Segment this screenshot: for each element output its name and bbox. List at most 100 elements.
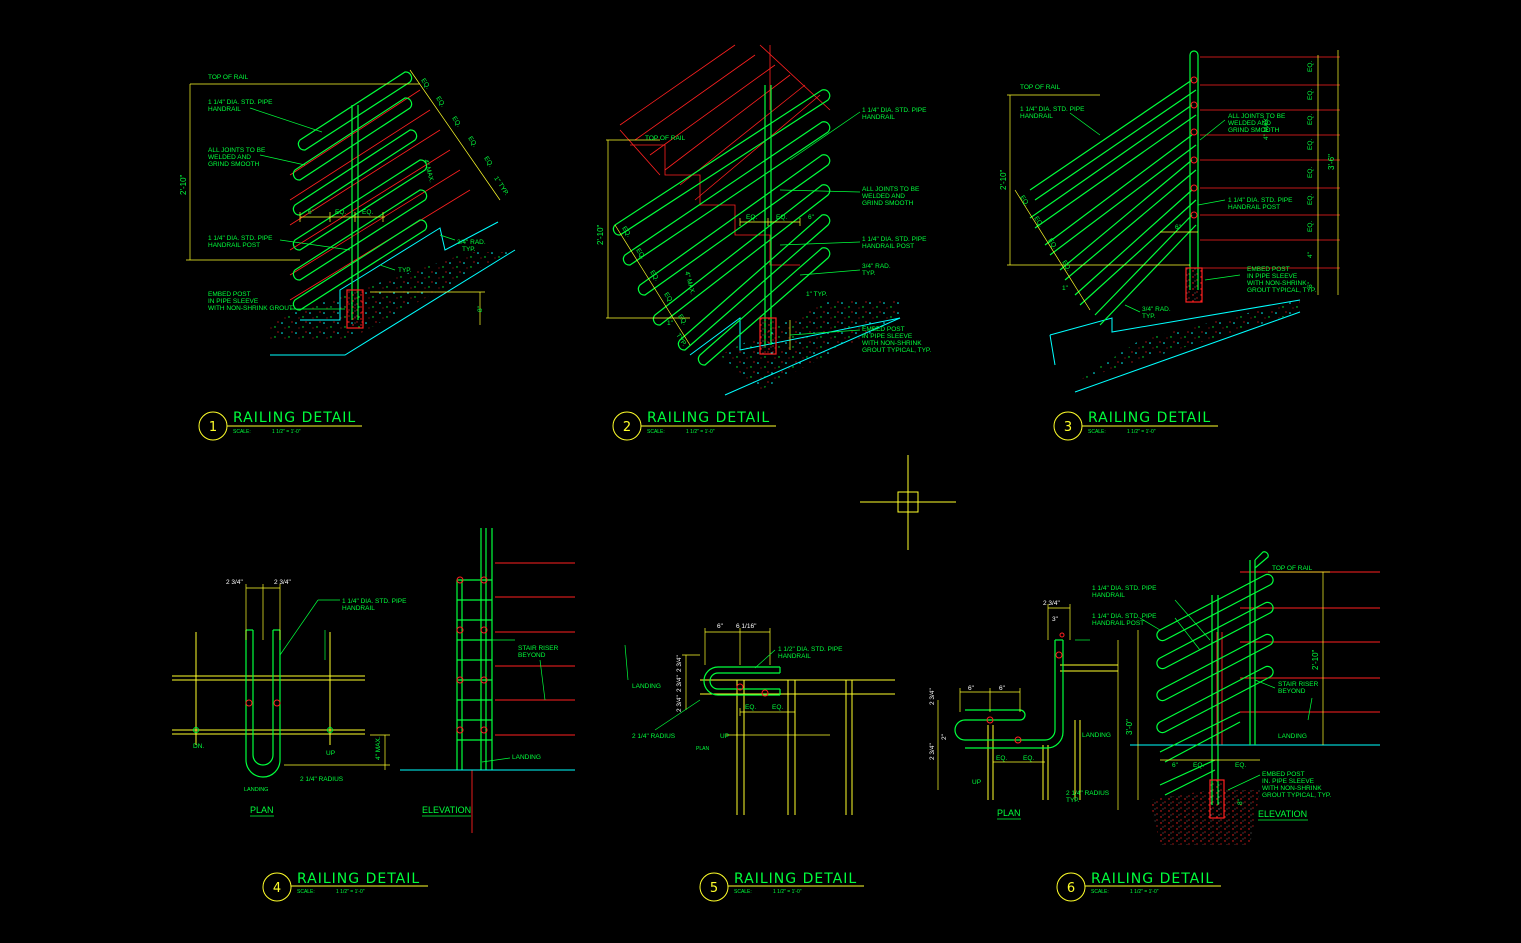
plan-label: PLAN (696, 746, 709, 752)
note-handrail-post: HANDRAIL POST (208, 242, 260, 249)
note-embed-2: IN. PIPE SLEEVE (1262, 778, 1315, 785)
dim-eq: EQ. (1307, 194, 1314, 205)
detail-1-title-block: 1 RAILING DETAIL SCALE: 1 1/2" = 1'-0" (198, 410, 362, 441)
dim-4in: 4" (1307, 251, 1314, 258)
note-radius: 2 1/4" RADIUS (632, 733, 676, 740)
note-handrail-post: HANDRAIL POST (1092, 620, 1144, 627)
scale-value: 1 1/2" = 1'-0" (1130, 889, 1159, 895)
note-pipe-size: 1 1/4" DIA. STD. PIPE (208, 99, 273, 106)
note-embed-1: EMBED POST (862, 326, 905, 333)
note-embed-1: EMBED POST (1247, 266, 1290, 273)
dim-3in: 3" (1052, 616, 1059, 623)
elevation-label: ELEVATION (1258, 809, 1307, 819)
note-radius-typ: TYP. (862, 270, 876, 277)
dim-eq: EQ. (419, 77, 431, 90)
leader-lines (279, 599, 546, 763)
scale-label: SCALE: (297, 889, 315, 895)
detail-title: RAILING DETAIL (233, 410, 356, 426)
dim-6-1-16in: 6 1/16" (736, 623, 757, 630)
stair-riser-lines (619, 44, 831, 266)
dimension-lines (186, 69, 501, 325)
note-embed-3: WITH NON-SHRINK (1262, 785, 1322, 792)
dim-eq: EQ. (434, 95, 446, 108)
scale-value: 1 1/2" = 1'-0" (336, 889, 365, 895)
railing-detail-5: 6" 6 1/16" 1 1/2" DIA. STD. PIPE HANDRAI… (624, 623, 895, 902)
note-joints-2: WELDED AND (208, 154, 251, 161)
stair-edges (987, 664, 1118, 800)
dim-8in: 8" (1237, 798, 1244, 805)
plan-label: PLAN (997, 808, 1021, 818)
note-pipe-size: 1 1/4" DIA. STD. PIPE (1020, 106, 1085, 113)
dim-eq: EQ. (1307, 61, 1314, 72)
dim-eq: EQ. (335, 209, 346, 216)
stair-slab-outline (270, 249, 516, 356)
weld-points (245, 699, 281, 707)
scale-label: SCALE: (1088, 429, 1106, 435)
note-joints-3: GRIND SMOOTH (862, 200, 914, 207)
dim-height: 2'-10" (999, 169, 1008, 190)
note-up: UP (326, 750, 335, 757)
dim-height: 2'-10" (596, 224, 605, 245)
detail-number: 1 (209, 420, 217, 435)
handrail-pipes (1029, 50, 1199, 326)
dim-eq: EQ. (1193, 762, 1204, 769)
scale-value: 1 1/2" = 1'-0" (773, 889, 802, 895)
detail-title: RAILING DETAIL (1088, 410, 1211, 426)
dim-6in-elev: 6" (1172, 762, 1179, 769)
scale-label: SCALE: (233, 429, 251, 435)
dim-2-3-4: 2 3/4" (676, 675, 683, 692)
crosshair-cursor-icon (860, 455, 956, 550)
note-embed-2: IN PIPE SLEEVE (862, 333, 913, 340)
handrail-pipes (703, 666, 781, 696)
dim-eq: EQ. (676, 313, 688, 326)
dim-total-height: 3'-6" (1327, 154, 1336, 170)
dim-eq: EQ. (1046, 237, 1058, 250)
dim-eq: EQ. (362, 209, 373, 216)
detail-4-title-block: 4 RAILING DETAIL SCALE: 1 1/2" = 1'-0" (262, 871, 428, 902)
railing-detail-1: TOP OF RAIL 1 1/4" DIA. STD. PIPE HANDRA… (179, 69, 516, 441)
dim-1in: 1" (1062, 285, 1069, 292)
note-landing-elev: LANDING (512, 754, 541, 761)
scale-value: 1 1/2" = 1'-0" (1127, 429, 1156, 435)
detail-1-drawing (186, 69, 516, 356)
note-pipe-size: 1 1/2" DIA. STD. PIPE (778, 646, 843, 653)
note-handrail: HANDRAIL (862, 114, 895, 121)
note-post-size: 1 1/4" DIA. STD. PIPE (862, 236, 927, 243)
note-up: UP (720, 733, 729, 740)
note-handrail-post: HANDRAIL POST (1228, 204, 1280, 211)
plan-label: PLAN (250, 805, 274, 815)
scale-value: 1 1/2" = 1'-0" (686, 429, 715, 435)
dim-6in: 6" (808, 214, 815, 221)
dim-6in: 6" (1175, 224, 1182, 231)
dim-eq: EQ. (1307, 167, 1314, 178)
note-dn: DN. (193, 743, 204, 750)
note-top-of-rail: TOP OF RAIL (1272, 565, 1313, 572)
scale-label: SCALE: (734, 889, 752, 895)
dim-eq: EQ. (466, 135, 478, 148)
leader-lines (1075, 599, 1313, 791)
note-radius: 2 1/4" RADIUS (300, 776, 344, 783)
note-landing: LANDING (1082, 732, 1111, 739)
detail-5-title-block: 5 RAILING DETAIL SCALE: 1 1/2" = 1'-0" (699, 871, 864, 902)
note-beyond: BEYOND (1278, 688, 1306, 695)
note-up: UP (972, 779, 981, 786)
detail-title: RAILING DETAIL (1091, 871, 1214, 887)
note-joints-3: GRIND SMOOTH (208, 161, 260, 168)
dim-2-3-4: 2 3/4" (929, 743, 936, 760)
concrete-stair-hatch (1080, 300, 1300, 380)
note-typ: TYP. (398, 267, 412, 274)
dim-height: 2'-10" (179, 174, 188, 195)
dim-2-3-4: 2 3/4" (676, 655, 683, 672)
handrail-pipes (954, 639, 1064, 749)
leader-lines (249, 107, 456, 310)
dim-eq: EQ. (1307, 114, 1314, 125)
dim-eq: EQ. (776, 214, 787, 221)
note-embed-4: GROUT TYPICAL, TYP. (1262, 792, 1331, 799)
dimension-lines (245, 584, 390, 770)
detail-number: 6 (1067, 881, 1075, 896)
leader-lines (779, 111, 861, 336)
note-post-size: 1 1/4" DIA. STD. PIPE (1092, 613, 1157, 620)
stair-riser-lines (471, 562, 575, 833)
handrail-pipes (245, 629, 281, 778)
